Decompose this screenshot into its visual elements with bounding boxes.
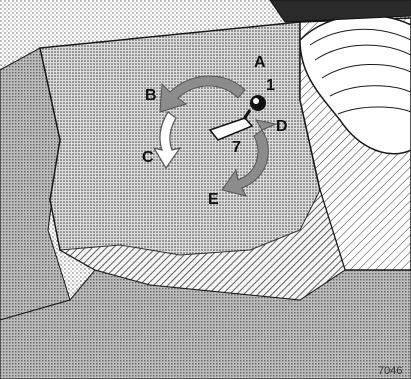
- callout-b: B: [145, 87, 157, 104]
- callout-e: E: [208, 191, 219, 208]
- callout-7: 7: [232, 139, 241, 156]
- callout-c: C: [142, 149, 154, 166]
- callout-d: D: [276, 118, 288, 135]
- callout-1: 1: [266, 77, 275, 94]
- figure-code: 7046: [378, 365, 402, 377]
- callout-a: A: [254, 54, 266, 71]
